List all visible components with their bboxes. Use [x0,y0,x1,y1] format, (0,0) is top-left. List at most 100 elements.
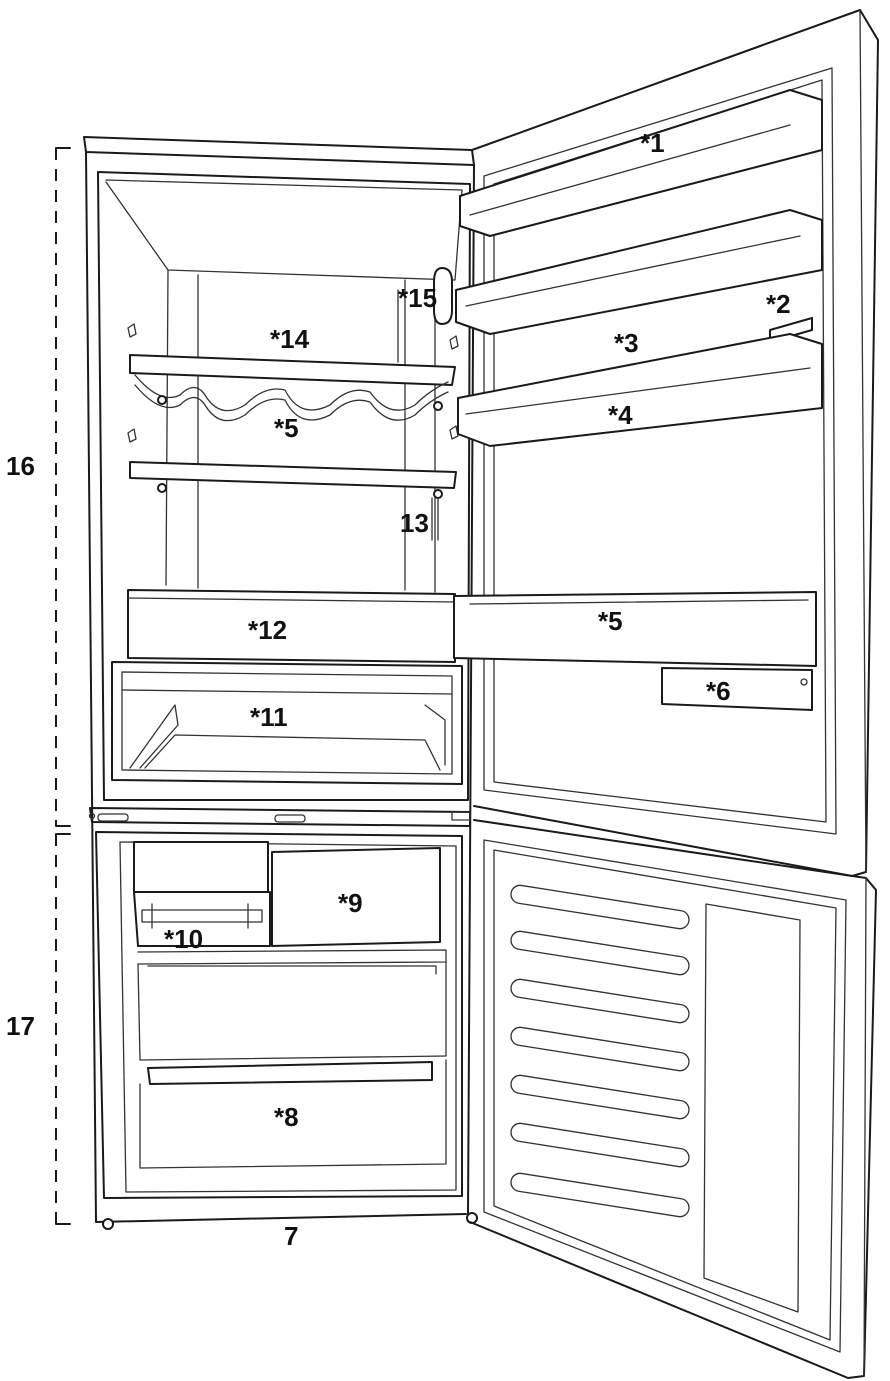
callout-14: *14 [270,324,310,354]
wine-rack-wave-lower [134,384,449,422]
door-hinge-middle [451,811,471,821]
shelf-support [127,323,137,338]
door-bin-5 [453,591,817,667]
crisper-floor [144,734,441,771]
ice-tray-handle [141,909,263,923]
callout-7: 7 [284,1221,298,1251]
foot-left [102,1218,114,1230]
drawer-1-rim [137,949,447,965]
callout-11: *11 [250,702,288,732]
glass-shelf-top [129,354,456,386]
door-bin-5-edge [469,599,809,605]
shelf-support [449,425,459,440]
dimension-freezer-ticks [55,833,71,1225]
wine-rack-wave [134,374,449,412]
callout-9: *9 [338,888,363,918]
drawer-2-rim [139,1055,447,1061]
callout-10: *10 [164,924,203,954]
shelf-clip [433,489,443,499]
door-bin-1 [459,89,823,237]
callout-6: *6 [706,676,731,706]
crisper-drawer-rim [121,689,453,695]
callout-2: *2 [766,289,791,319]
callout-12: *12 [248,615,287,645]
callout-13: 13 [400,508,429,538]
callout-5-shelf: *5 [274,413,299,443]
shelf-support [449,335,459,350]
dimension-fridge-ticks [55,147,71,827]
callout-15: *15 [398,283,437,313]
fridge-door-outline [471,9,879,877]
cabinet-top [83,136,475,166]
cabinet-outer [85,151,467,1223]
divider-vent-mid [274,814,306,823]
door-rib [510,1074,690,1120]
crisper-drawer-inner [121,671,453,775]
callout-17: 17 [6,1011,35,1041]
ice-tray-handle-ends [151,903,249,929]
foot-right [466,1212,478,1224]
fridge-inner-frame [97,171,471,801]
door-rib [510,884,690,930]
crisper-cover-edge [127,597,456,603]
freezer-inner [119,841,457,1193]
callout-labels: *1 *2 *3 *4 *5 *5 *6 7 *8 *9 *10 *11 *12… [6,128,791,1251]
door-bin-4-edge [465,367,811,415]
freezer-door-panel [703,903,801,1313]
door-rib [510,978,690,1024]
door-bin-4 [457,333,823,447]
crisper-divider-right [424,704,446,766]
fan-unit [433,267,453,325]
divider-vent-left [97,813,129,822]
drawer-1-sides [137,961,447,1061]
glass-shelf-lower [129,461,457,489]
callout-8: *8 [274,1102,299,1132]
shelf-clip [433,401,443,411]
door-bin-6 [661,667,813,711]
fridge-top-inner-line [105,179,463,191]
callout-1: *1 [640,128,665,158]
callout-4: *4 [608,400,633,430]
callout-5-door: *5 [598,606,623,636]
callout-16: 16 [6,451,35,481]
shelf-support [127,428,137,443]
freezer-door-liner [493,849,837,1341]
door-bin-2 [455,209,823,335]
fridge-door [453,9,879,877]
freezer-door [469,819,877,1379]
door-rib [510,1172,690,1218]
cabinet-right-edge [467,164,475,1215]
leader-13 [431,497,439,541]
divider-dot [88,812,96,820]
freezer-door-edge [863,877,867,1377]
shelf-clip [157,395,167,405]
door-bin-1-edge [469,124,791,216]
drawer-2-body [139,1059,447,1169]
freezer-door-inner [483,839,847,1353]
ice-tray [133,891,271,947]
freezer-outer [95,831,463,1199]
ice-box [133,841,269,893]
door-rib [510,1122,690,1168]
door-bin-2-edge [465,235,801,307]
freezer-door-outline [469,819,877,1379]
freezer-small-drawer [271,847,441,947]
crisper-divider-left [129,704,179,769]
door-rib [510,1026,690,1072]
drawer-2-handle [147,1061,433,1085]
drawer-1-handle [147,965,437,975]
dimension-lines [55,147,71,1225]
callout-3: *3 [614,328,639,358]
cabinet [83,136,478,1230]
compartment-divider [89,807,471,827]
door-rib [510,930,690,976]
crisper-cover [127,589,456,663]
back-wall-left [165,269,169,586]
door-bin-6-clip [800,678,808,686]
fridge-door-edge [859,9,867,873]
fridge-door-inner [483,67,837,835]
shelf-clip [157,483,167,493]
fridge-ceiling [105,181,463,281]
